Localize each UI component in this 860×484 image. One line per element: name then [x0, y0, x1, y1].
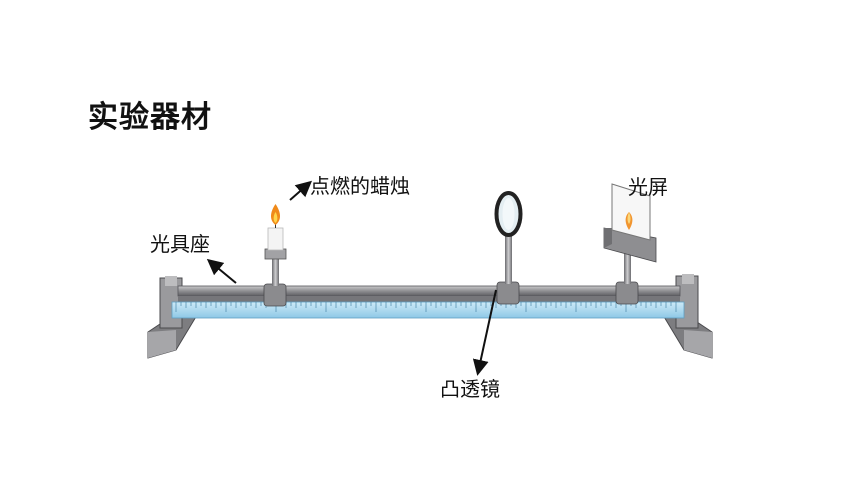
label-candle: 点燃的蜡烛 [310, 174, 410, 198]
light-screen [611, 183, 651, 241]
lens-arrow [472, 289, 497, 376]
lens-holder [496, 234, 520, 305]
candle-flame [270, 204, 281, 225]
label-optical-bench: 光具座 [150, 232, 210, 256]
candle [267, 222, 284, 251]
bench-arrow [206, 258, 237, 284]
candle-holder [263, 248, 287, 307]
convex-lens [494, 191, 523, 237]
label-screen: 光屏 [628, 175, 668, 199]
slide-title: 实验器材 [88, 100, 212, 135]
bench-rail [177, 285, 681, 302]
candle-arrow [289, 180, 313, 201]
bench-ruler-scale [171, 301, 685, 319]
label-lens: 凸透镜 [440, 377, 500, 401]
